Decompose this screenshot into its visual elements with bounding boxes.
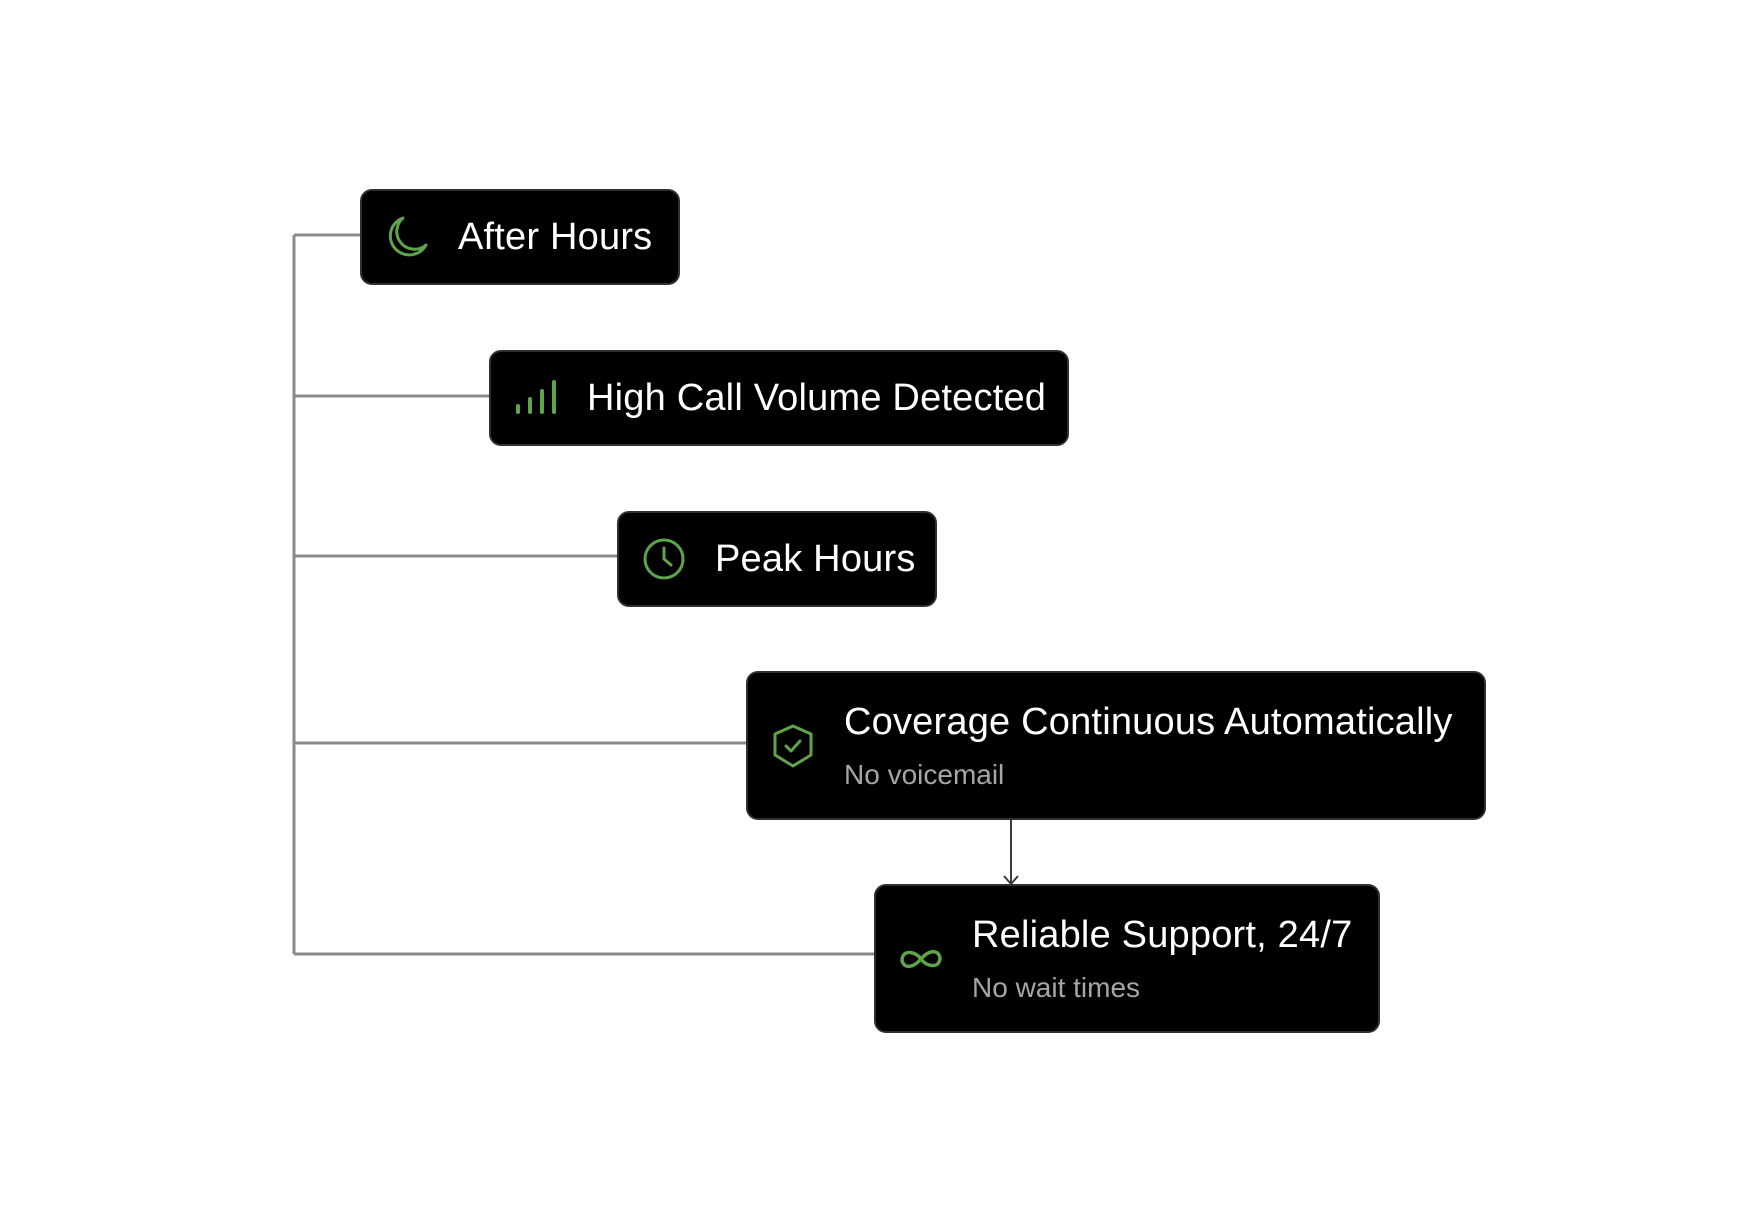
node-title: Peak Hours: [715, 538, 916, 580]
node-coverage: Coverage Continuous Automatically No voi…: [746, 671, 1486, 820]
node-reliable-text: Reliable Support, 24/7 No wait times: [972, 913, 1352, 1005]
infinity-icon: [896, 934, 946, 984]
moon-icon: [382, 212, 432, 262]
node-title: Reliable Support, 24/7: [972, 913, 1353, 956]
signal-bars-icon: [511, 373, 561, 423]
node-high-call-volume: High Call Volume Detected: [489, 350, 1069, 446]
node-title: Coverage Continuous Automatically: [844, 700, 1453, 743]
node-title: After Hours: [458, 216, 653, 258]
clock-icon: [639, 534, 689, 584]
arrow-coverage-to-reliable: [1003, 820, 1019, 886]
shield-check-icon: [768, 721, 818, 771]
node-reliable: Reliable Support, 24/7 No wait times: [874, 884, 1380, 1033]
node-peak-hours: Peak Hours: [617, 511, 937, 607]
node-peak-hours-text: Peak Hours: [715, 537, 916, 581]
bracket-connectors: [292, 233, 876, 956]
node-subtitle: No voicemail: [844, 758, 1005, 790]
node-high-call-volume-text: High Call Volume Detected: [587, 376, 1046, 420]
node-title: High Call Volume Detected: [587, 377, 1047, 419]
node-after-hours: After Hours: [360, 189, 680, 285]
node-after-hours-text: After Hours: [458, 215, 652, 259]
node-coverage-text: Coverage Continuous Automatically No voi…: [844, 700, 1453, 792]
node-subtitle: No wait times: [972, 971, 1141, 1003]
